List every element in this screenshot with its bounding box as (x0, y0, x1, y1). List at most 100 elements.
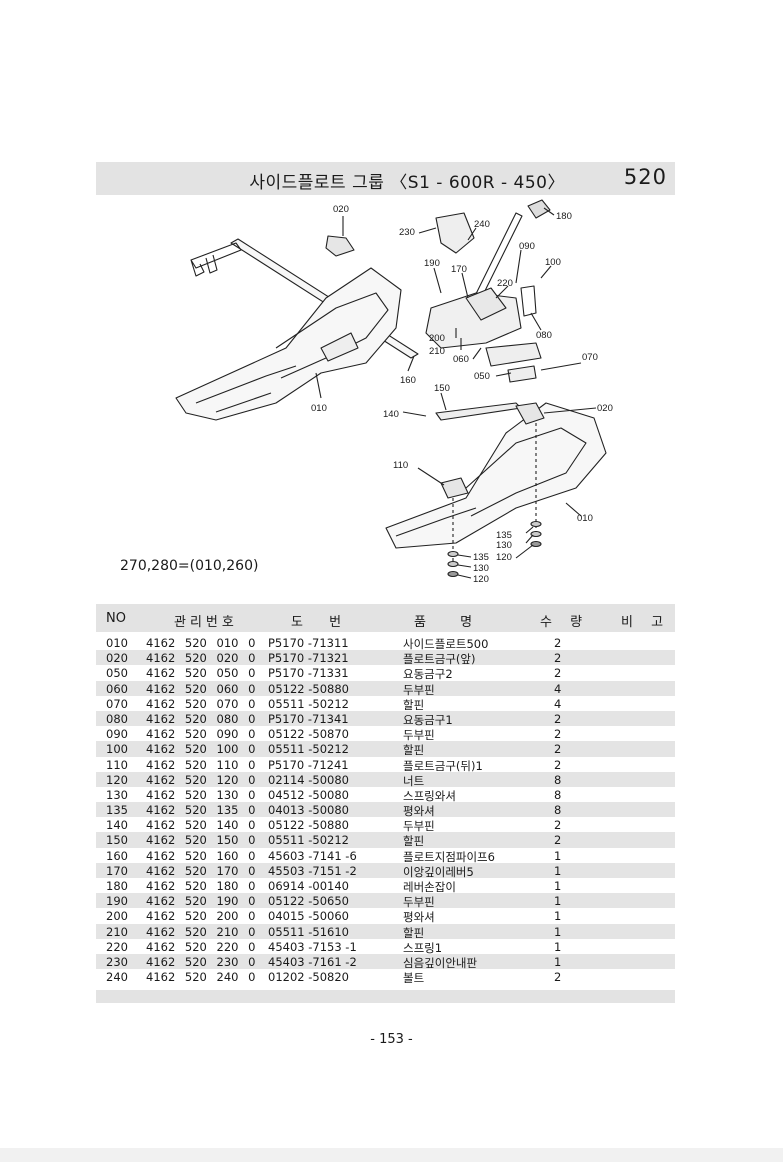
part-name: 할핀 (403, 743, 425, 758)
callout-020: 020 (333, 204, 349, 215)
quantity: 1 (554, 894, 562, 909)
callout-090: 090 (519, 241, 535, 252)
rear-float-bracket (440, 477, 469, 499)
control-number: 4162 520 080 0 (146, 711, 256, 726)
callout-130: 130 (496, 540, 512, 551)
drawing-number: 02114 -50080 (268, 772, 349, 787)
callout-120-left: 120 (473, 574, 489, 585)
drawing-number: 04013 -50080 (268, 803, 349, 818)
part-no: 020 (106, 651, 128, 666)
control-number: 4162 520 090 0 (146, 727, 256, 742)
drawing-number: 45403 -7161 -2 (268, 954, 357, 969)
quantity: 1 (554, 879, 562, 893)
callout-240: 240 (474, 219, 490, 230)
control-number: 4162 520 020 0 (146, 651, 256, 666)
quantity: 8 (554, 787, 562, 802)
part-name: 플로트금구(뒤)1 (403, 758, 483, 773)
callout-010-right: 010 (577, 513, 593, 524)
drawing-number: P5170 -71241 (268, 757, 349, 772)
callout-100: 100 (545, 257, 561, 268)
part-name: 스프링1 (403, 940, 443, 955)
part-no: 190 (106, 894, 128, 909)
part-name: 할핀 (403, 834, 425, 849)
control-number: 4162 520 100 0 (146, 742, 256, 757)
header-no: NO (106, 611, 126, 626)
table-footer-bar (96, 990, 675, 1003)
header-remark: 비 고 (621, 615, 664, 630)
quantity: 1 (554, 924, 562, 939)
drawing-number: 45403 -7153 -1 (268, 939, 357, 954)
group-title: 사이드플로트 그룹 〈S1 - 600R - 450〉 (249, 173, 565, 193)
quantity: 2 (554, 636, 562, 650)
control-number: 4162 520 190 0 (146, 894, 256, 909)
quantity: 2 (554, 727, 562, 742)
part-name: 할핀 (403, 925, 425, 940)
rocking-bracket-2 (485, 342, 542, 367)
drawing-number: 05511 -51610 (268, 924, 349, 939)
control-number: 4162 520 180 0 (146, 879, 256, 893)
control-number: 4162 520 140 0 (146, 818, 256, 833)
callout-020-right: 020 (597, 403, 613, 414)
control-number: 4162 520 070 0 (146, 696, 256, 711)
lever-grip (527, 199, 551, 219)
header-drawing-number: 도 번 (291, 615, 342, 630)
callout-060: 060 (453, 354, 469, 365)
drawing-number: 45503 -7151 -2 (268, 863, 357, 878)
quantity: 2 (554, 833, 562, 848)
quantity: 2 (554, 970, 562, 985)
callout-180: 180 (556, 211, 572, 222)
control-number: 4162 520 160 0 (146, 848, 256, 863)
callout-010: 010 (311, 403, 327, 414)
quantity: 4 (554, 681, 562, 696)
part-name: 평와셔 (403, 804, 435, 819)
control-number: 4162 520 150 0 (146, 833, 256, 848)
part-name: 두부핀 (403, 895, 435, 910)
drawing-number: 04015 -50060 (268, 909, 349, 924)
left-bracket-frame (190, 242, 242, 277)
control-number: 4162 520 240 0 (146, 970, 256, 985)
quantity: 1 (554, 939, 562, 954)
part-name: 심음깊이안내판 (403, 955, 478, 970)
part-name: 요동금구1 (403, 712, 453, 727)
part-name: 두부핀 (403, 819, 435, 834)
control-number: 4162 520 220 0 (146, 939, 256, 954)
header-control-number: 관리번호 (174, 615, 238, 630)
part-name: 레버손잡이 (403, 880, 456, 894)
drawing-number: P5170 -71341 (268, 711, 349, 726)
parts-diagram: 020 230 240 180 190 170 090 100 220 080 … (175, 199, 613, 585)
left-float (175, 267, 402, 421)
part-name: 평와셔 (403, 910, 435, 925)
control-number: 4162 520 120 0 (146, 772, 256, 787)
control-number: 4162 520 135 0 (146, 803, 256, 818)
drawing-number: 05122 -50880 (268, 818, 349, 833)
part-no: 110 (106, 757, 128, 772)
part-no: 010 (106, 636, 128, 650)
part-no: 060 (106, 681, 128, 696)
part-no: 150 (106, 833, 128, 848)
part-name: 플로트지점파이프6 (403, 849, 495, 864)
control-number: 4162 520 060 0 (146, 681, 256, 696)
control-number: 4162 520 210 0 (146, 924, 256, 939)
drawing-number: 05511 -50212 (268, 696, 349, 711)
part-name: 이앙깊이레버5 (403, 864, 474, 879)
callout-230: 230 (399, 227, 415, 238)
callout-200: 200 (429, 333, 445, 344)
quantity: 2 (554, 711, 562, 726)
control-number: 4162 520 130 0 (146, 787, 256, 802)
part-no: 180 (106, 879, 128, 893)
drawing-number: 01202 -50820 (268, 970, 349, 985)
quantity: 1 (554, 848, 562, 863)
page-number: - 153 - (370, 1032, 413, 1047)
callout-150: 150 (434, 383, 450, 394)
